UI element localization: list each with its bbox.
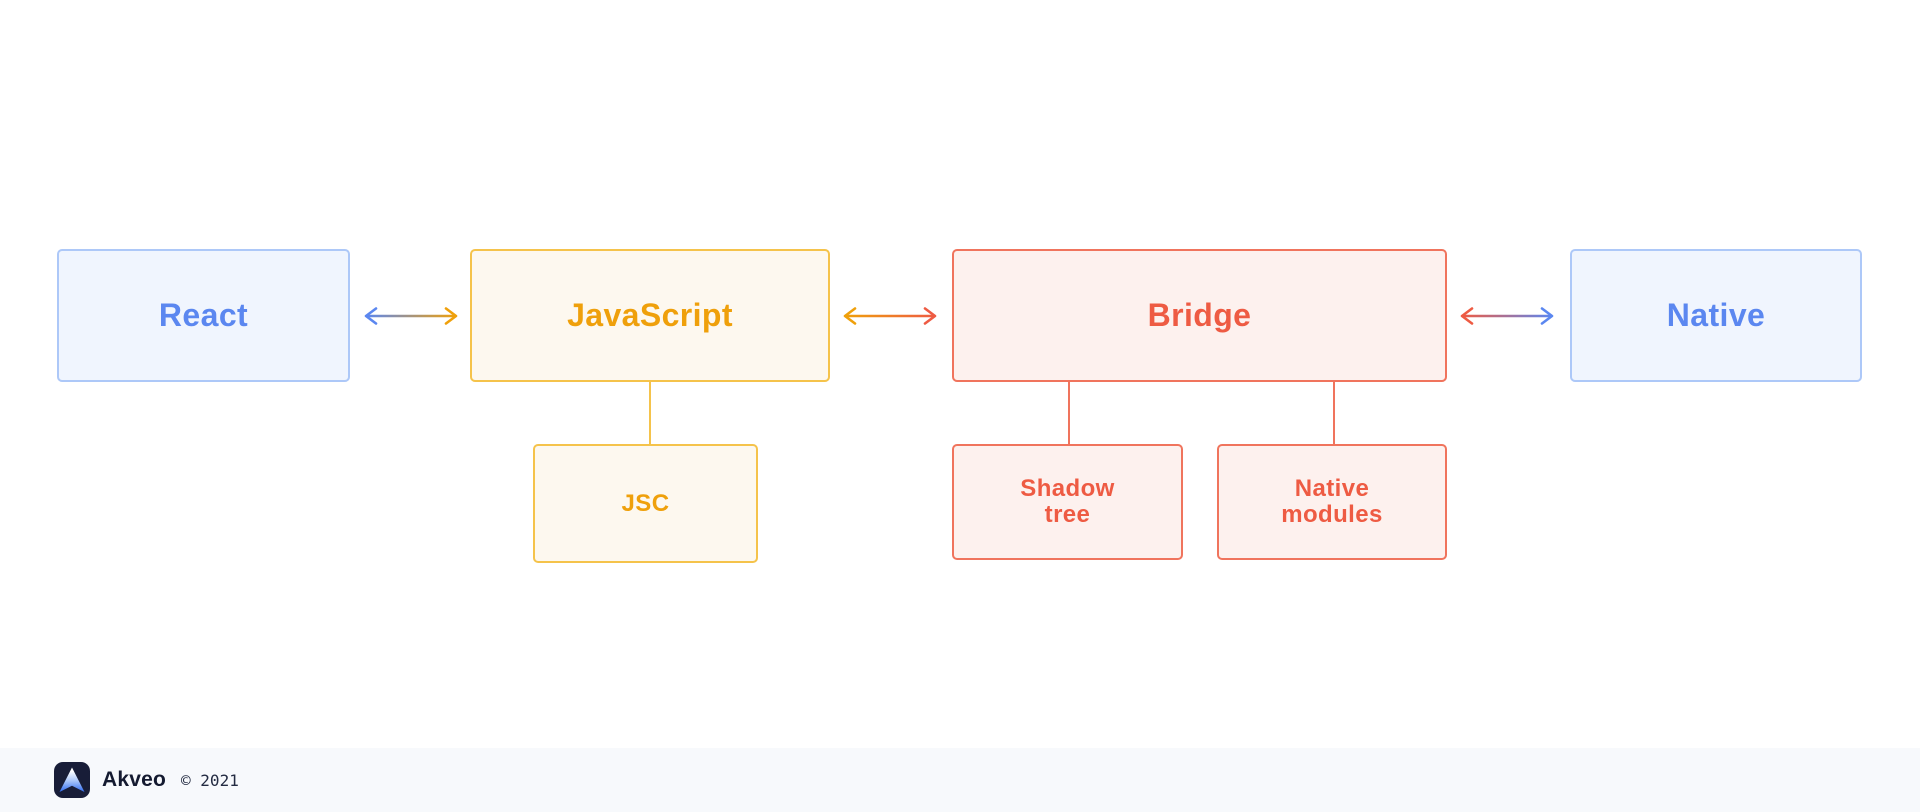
node-native: Native — [1570, 249, 1862, 382]
node-native-modules: Native modules — [1217, 444, 1447, 560]
node-javascript-label: JavaScript — [567, 297, 733, 334]
node-native-modules-label: Native modules — [1281, 475, 1383, 528]
node-bridge: Bridge — [952, 249, 1447, 382]
footer: Akveo © 2021 — [0, 748, 1920, 812]
footer-brand-link[interactable]: Akveo — [54, 762, 166, 798]
node-bridge-label: Bridge — [1147, 297, 1252, 334]
arrow-react-javascript — [364, 307, 458, 325]
akveo-logo-icon — [54, 762, 90, 798]
footer-brand-name: Akveo — [102, 768, 167, 791]
node-react: React — [57, 249, 350, 382]
node-javascript: JavaScript — [470, 249, 830, 382]
node-native-label: Native — [1666, 297, 1766, 334]
arrow-javascript-bridge — [843, 307, 937, 325]
connector-bridge-native-modules — [1333, 382, 1335, 444]
connector-bridge-shadow-tree — [1068, 382, 1070, 444]
connector-javascript-jsc — [649, 382, 651, 444]
node-react-label: React — [158, 297, 249, 334]
node-jsc: JSC — [533, 444, 758, 563]
arrow-bridge-native — [1460, 307, 1554, 325]
footer-copyright: © 2021 — [181, 770, 239, 790]
node-jsc-label: JSC — [621, 489, 670, 517]
node-shadow-tree: Shadow tree — [952, 444, 1183, 560]
node-shadow-tree-label: Shadow tree — [1020, 475, 1115, 528]
